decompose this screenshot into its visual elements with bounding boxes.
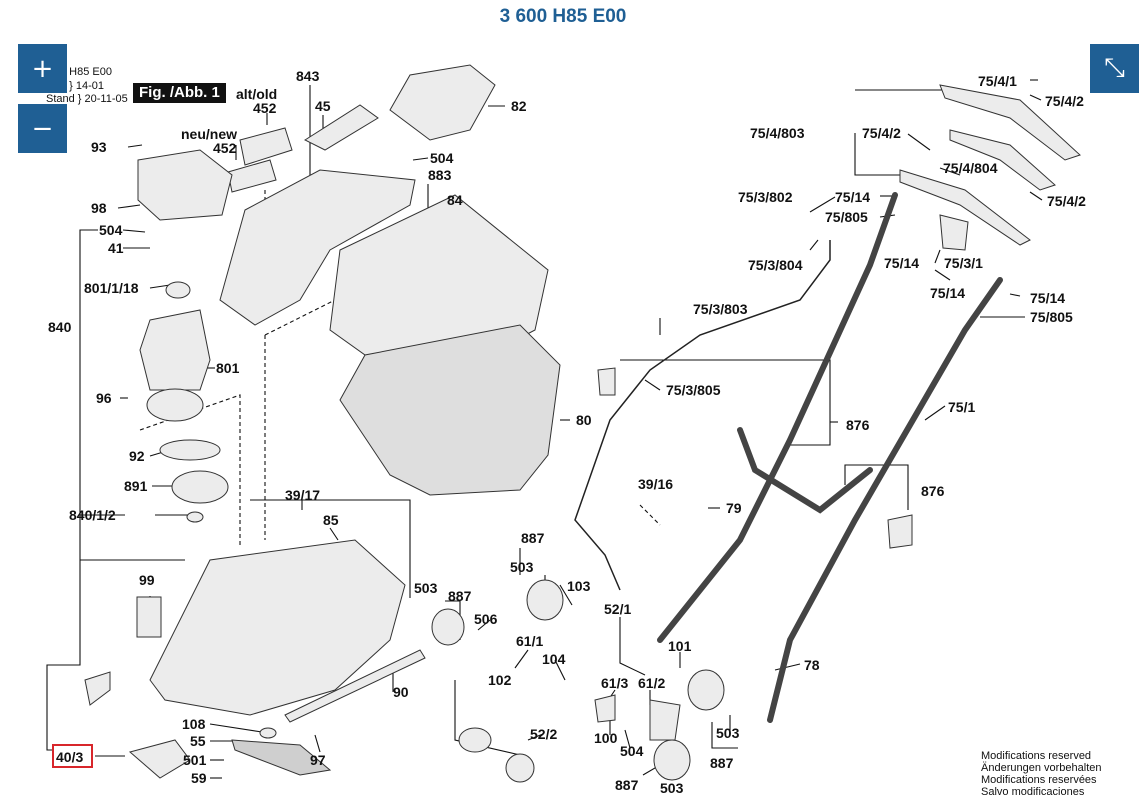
part-label: 503 <box>510 559 534 575</box>
part-label: 75/805 <box>825 209 868 225</box>
header-line-3: Stand } 20-11-05 <box>46 93 128 105</box>
part-label: 75/1 <box>948 399 975 415</box>
part-label: 108 <box>182 716 206 732</box>
part-label: 55 <box>190 733 206 749</box>
part-label: 61/1 <box>516 633 543 649</box>
part-label: 59 <box>191 770 207 786</box>
part-label: 503 <box>660 780 684 796</box>
part-label: 99 <box>139 572 155 588</box>
part-label: 503 <box>716 725 740 741</box>
part-label: 75/805 <box>1030 309 1073 325</box>
part-label: 40/3 <box>56 749 83 765</box>
part-label: 39/17 <box>285 487 320 503</box>
part-label: 85 <box>323 512 339 528</box>
part-label: 887 <box>448 588 472 604</box>
part-label: 883 <box>428 167 452 183</box>
part-label: 97 <box>310 752 326 768</box>
part-label: 887 <box>615 777 639 793</box>
part-label: alt/old <box>236 86 277 102</box>
part-label: 75/3/803 <box>693 301 748 317</box>
zoom-in-button[interactable]: + <box>18 44 67 93</box>
part-label: 75/4/2 <box>1045 93 1084 109</box>
header-line-2: e } 14-01 <box>60 80 105 92</box>
page-title: 3 600 H85 E00 <box>499 6 627 27</box>
part-label: 61/2 <box>638 675 665 691</box>
note-line: Modifications reserved <box>981 750 1092 762</box>
cable <box>574 240 831 591</box>
part-label: 75/4/1 <box>978 73 1017 89</box>
part-label: 504 <box>99 222 123 238</box>
highlight-box[interactable] <box>52 744 93 768</box>
part-label: 52/1 <box>604 601 631 617</box>
fullscreen-button[interactable]: ⤡ <box>1090 44 1139 93</box>
part-label: 506 <box>474 611 498 627</box>
part-label: 103 <box>567 578 591 594</box>
part-label: 843 <box>296 68 320 84</box>
part-label: 876 <box>846 417 870 433</box>
zoom-out-button[interactable]: − <box>18 104 67 153</box>
part-label: 75/14 <box>1030 290 1065 306</box>
part-label: 101 <box>668 638 692 654</box>
part-label: 102 <box>488 672 512 688</box>
part-label: 452 <box>213 140 237 156</box>
part-label: 501 <box>183 752 207 768</box>
handle-tubes <box>657 192 1003 723</box>
part-label: 75/4/2 <box>1047 193 1086 209</box>
part-label: 41 <box>108 240 124 256</box>
part-label: 840 <box>48 319 72 335</box>
note-line: Salvo modificaciones <box>981 786 1085 798</box>
part-label: 801/1/18 <box>84 280 139 296</box>
part-label: 45 <box>315 98 331 114</box>
part-label: 75/3/802 <box>738 189 793 205</box>
note-line: Modifications reservées <box>981 774 1097 786</box>
part-label: 61/3 <box>601 675 628 691</box>
part-label: 504 <box>430 150 454 166</box>
part-label: 82 <box>511 98 527 114</box>
note-line: Änderungen vorbehalten <box>981 762 1102 774</box>
part-label: 96 <box>96 390 112 406</box>
part-label: 75/4/2 <box>862 125 901 141</box>
part-label: neu/new <box>181 126 237 142</box>
figure-label: Fig. /Abb. 1 <box>133 83 226 103</box>
leader-lines <box>46 79 1043 779</box>
part-label: 75/4/804 <box>943 160 998 176</box>
part-label: 100 <box>594 730 618 746</box>
part-label: 98 <box>91 200 107 216</box>
part-label: 52/2 <box>530 726 557 742</box>
part-label: 801 <box>216 360 240 376</box>
header-line-1: 0 H85 E00 <box>60 66 112 78</box>
part-label: 887 <box>710 755 734 771</box>
part-label: 75/14 <box>884 255 919 271</box>
part-label: 79 <box>726 500 742 516</box>
part-label: 93 <box>91 139 107 155</box>
part-label: 80 <box>576 412 592 428</box>
part-label: 75/3/1 <box>944 255 983 271</box>
part-label: 840/1/2 <box>69 507 116 523</box>
part-label: 504 <box>620 743 644 759</box>
part-label: 104 <box>542 651 566 667</box>
part-label: 78 <box>804 657 820 673</box>
part-label: 891 <box>124 478 148 494</box>
part-label: 503 <box>414 580 438 596</box>
part-label: 75/4/803 <box>750 125 805 141</box>
part-label: 84 <box>447 192 463 208</box>
part-label: 75/14 <box>835 189 870 205</box>
part-label: 876 <box>921 483 945 499</box>
part-label: 75/14 <box>930 285 965 301</box>
part-label: 39/16 <box>638 476 673 492</box>
part-label: 75/3/805 <box>666 382 721 398</box>
part-label: 75/3/804 <box>748 257 803 273</box>
part-label: 887 <box>521 530 545 546</box>
part-shapes <box>84 64 1081 783</box>
part-label: 92 <box>129 448 145 464</box>
part-label: 90 <box>393 684 409 700</box>
part-label: 452 <box>253 100 277 116</box>
